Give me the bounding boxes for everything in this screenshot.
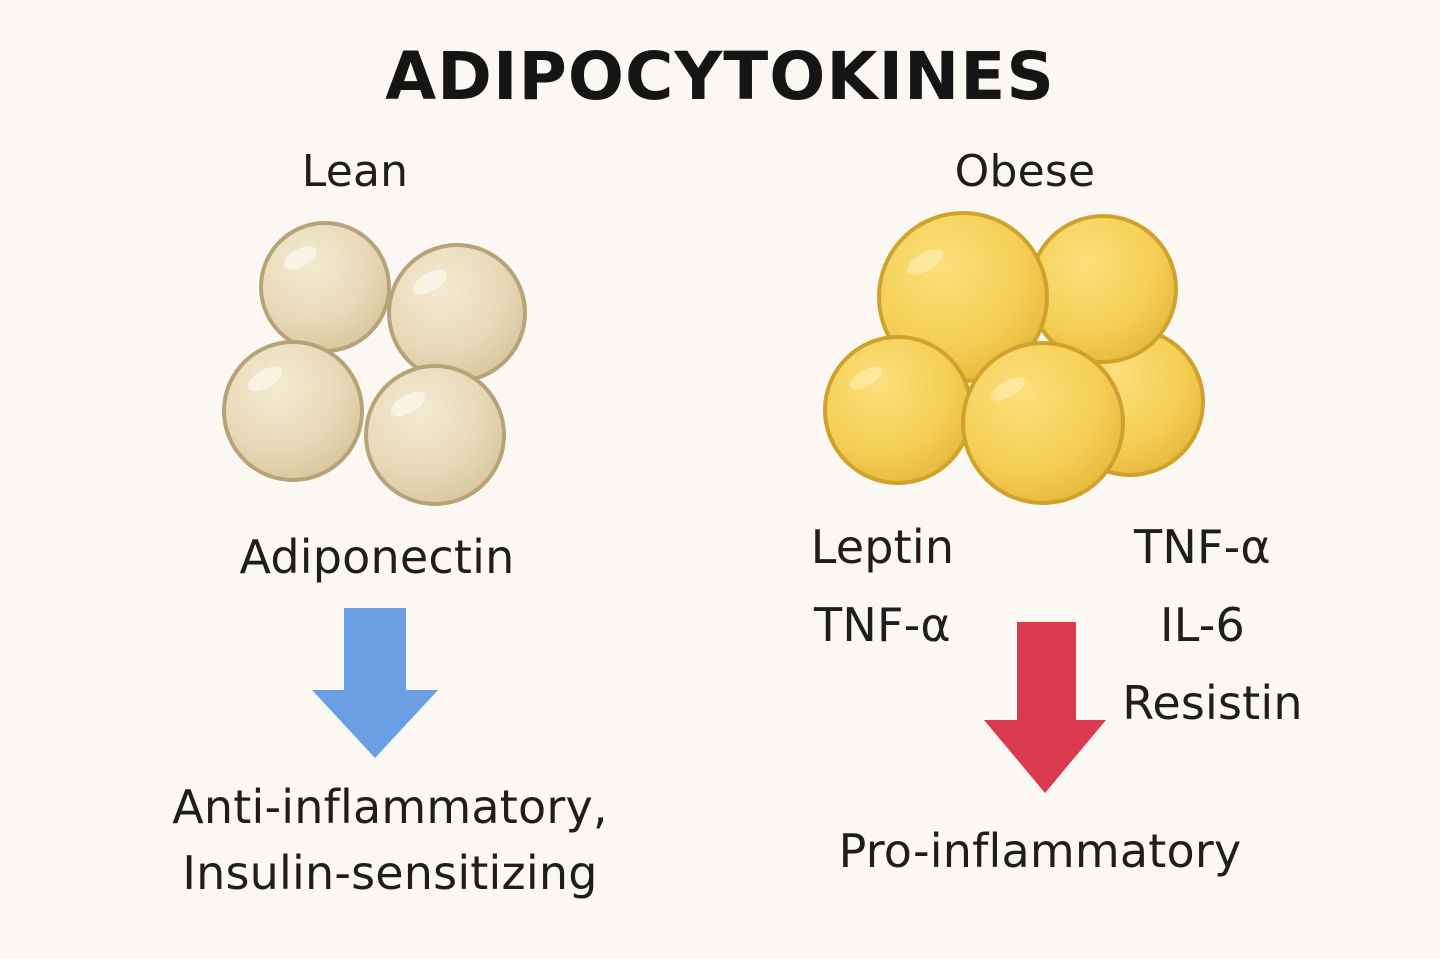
lean-adipocyte-cell bbox=[259, 221, 391, 353]
obese-adipocyte-cell bbox=[823, 335, 973, 485]
obese-heading: Obese bbox=[954, 146, 1096, 197]
obese-adipocyte-cell bbox=[961, 341, 1125, 505]
resistin-label: Resistin bbox=[1122, 676, 1303, 730]
tnf-alpha-left-label: TNF-α bbox=[814, 598, 951, 652]
obese-adipocyte-cell bbox=[1028, 214, 1178, 364]
anti-inflammatory-arrow bbox=[312, 608, 438, 758]
adiponectin-label: Adiponectin bbox=[239, 530, 515, 584]
diagram-title: ADIPOCYTOKINES bbox=[385, 38, 1055, 115]
lean-adipocyte-cluster bbox=[222, 221, 527, 506]
tnf-alpha-right-label: TNF-α bbox=[1134, 520, 1271, 574]
obese-adipocyte-cluster bbox=[823, 211, 1205, 505]
pro-inflammatory-arrow bbox=[984, 622, 1106, 793]
insulin-sensitizing-label: Insulin-sensitizing bbox=[182, 846, 598, 900]
lean-adipocyte-cell bbox=[387, 243, 527, 383]
lean-heading: Lean bbox=[301, 146, 409, 197]
leptin-label: Leptin bbox=[810, 520, 955, 574]
lean-adipocyte-cell bbox=[364, 364, 506, 506]
il-6-label: IL-6 bbox=[1159, 598, 1246, 652]
anti-inflammatory-label: Anti-inflammatory, bbox=[172, 780, 608, 834]
lean-adipocyte-cell bbox=[222, 340, 364, 482]
pro-inflammatory-label: Pro-inflammatory bbox=[838, 824, 1242, 878]
